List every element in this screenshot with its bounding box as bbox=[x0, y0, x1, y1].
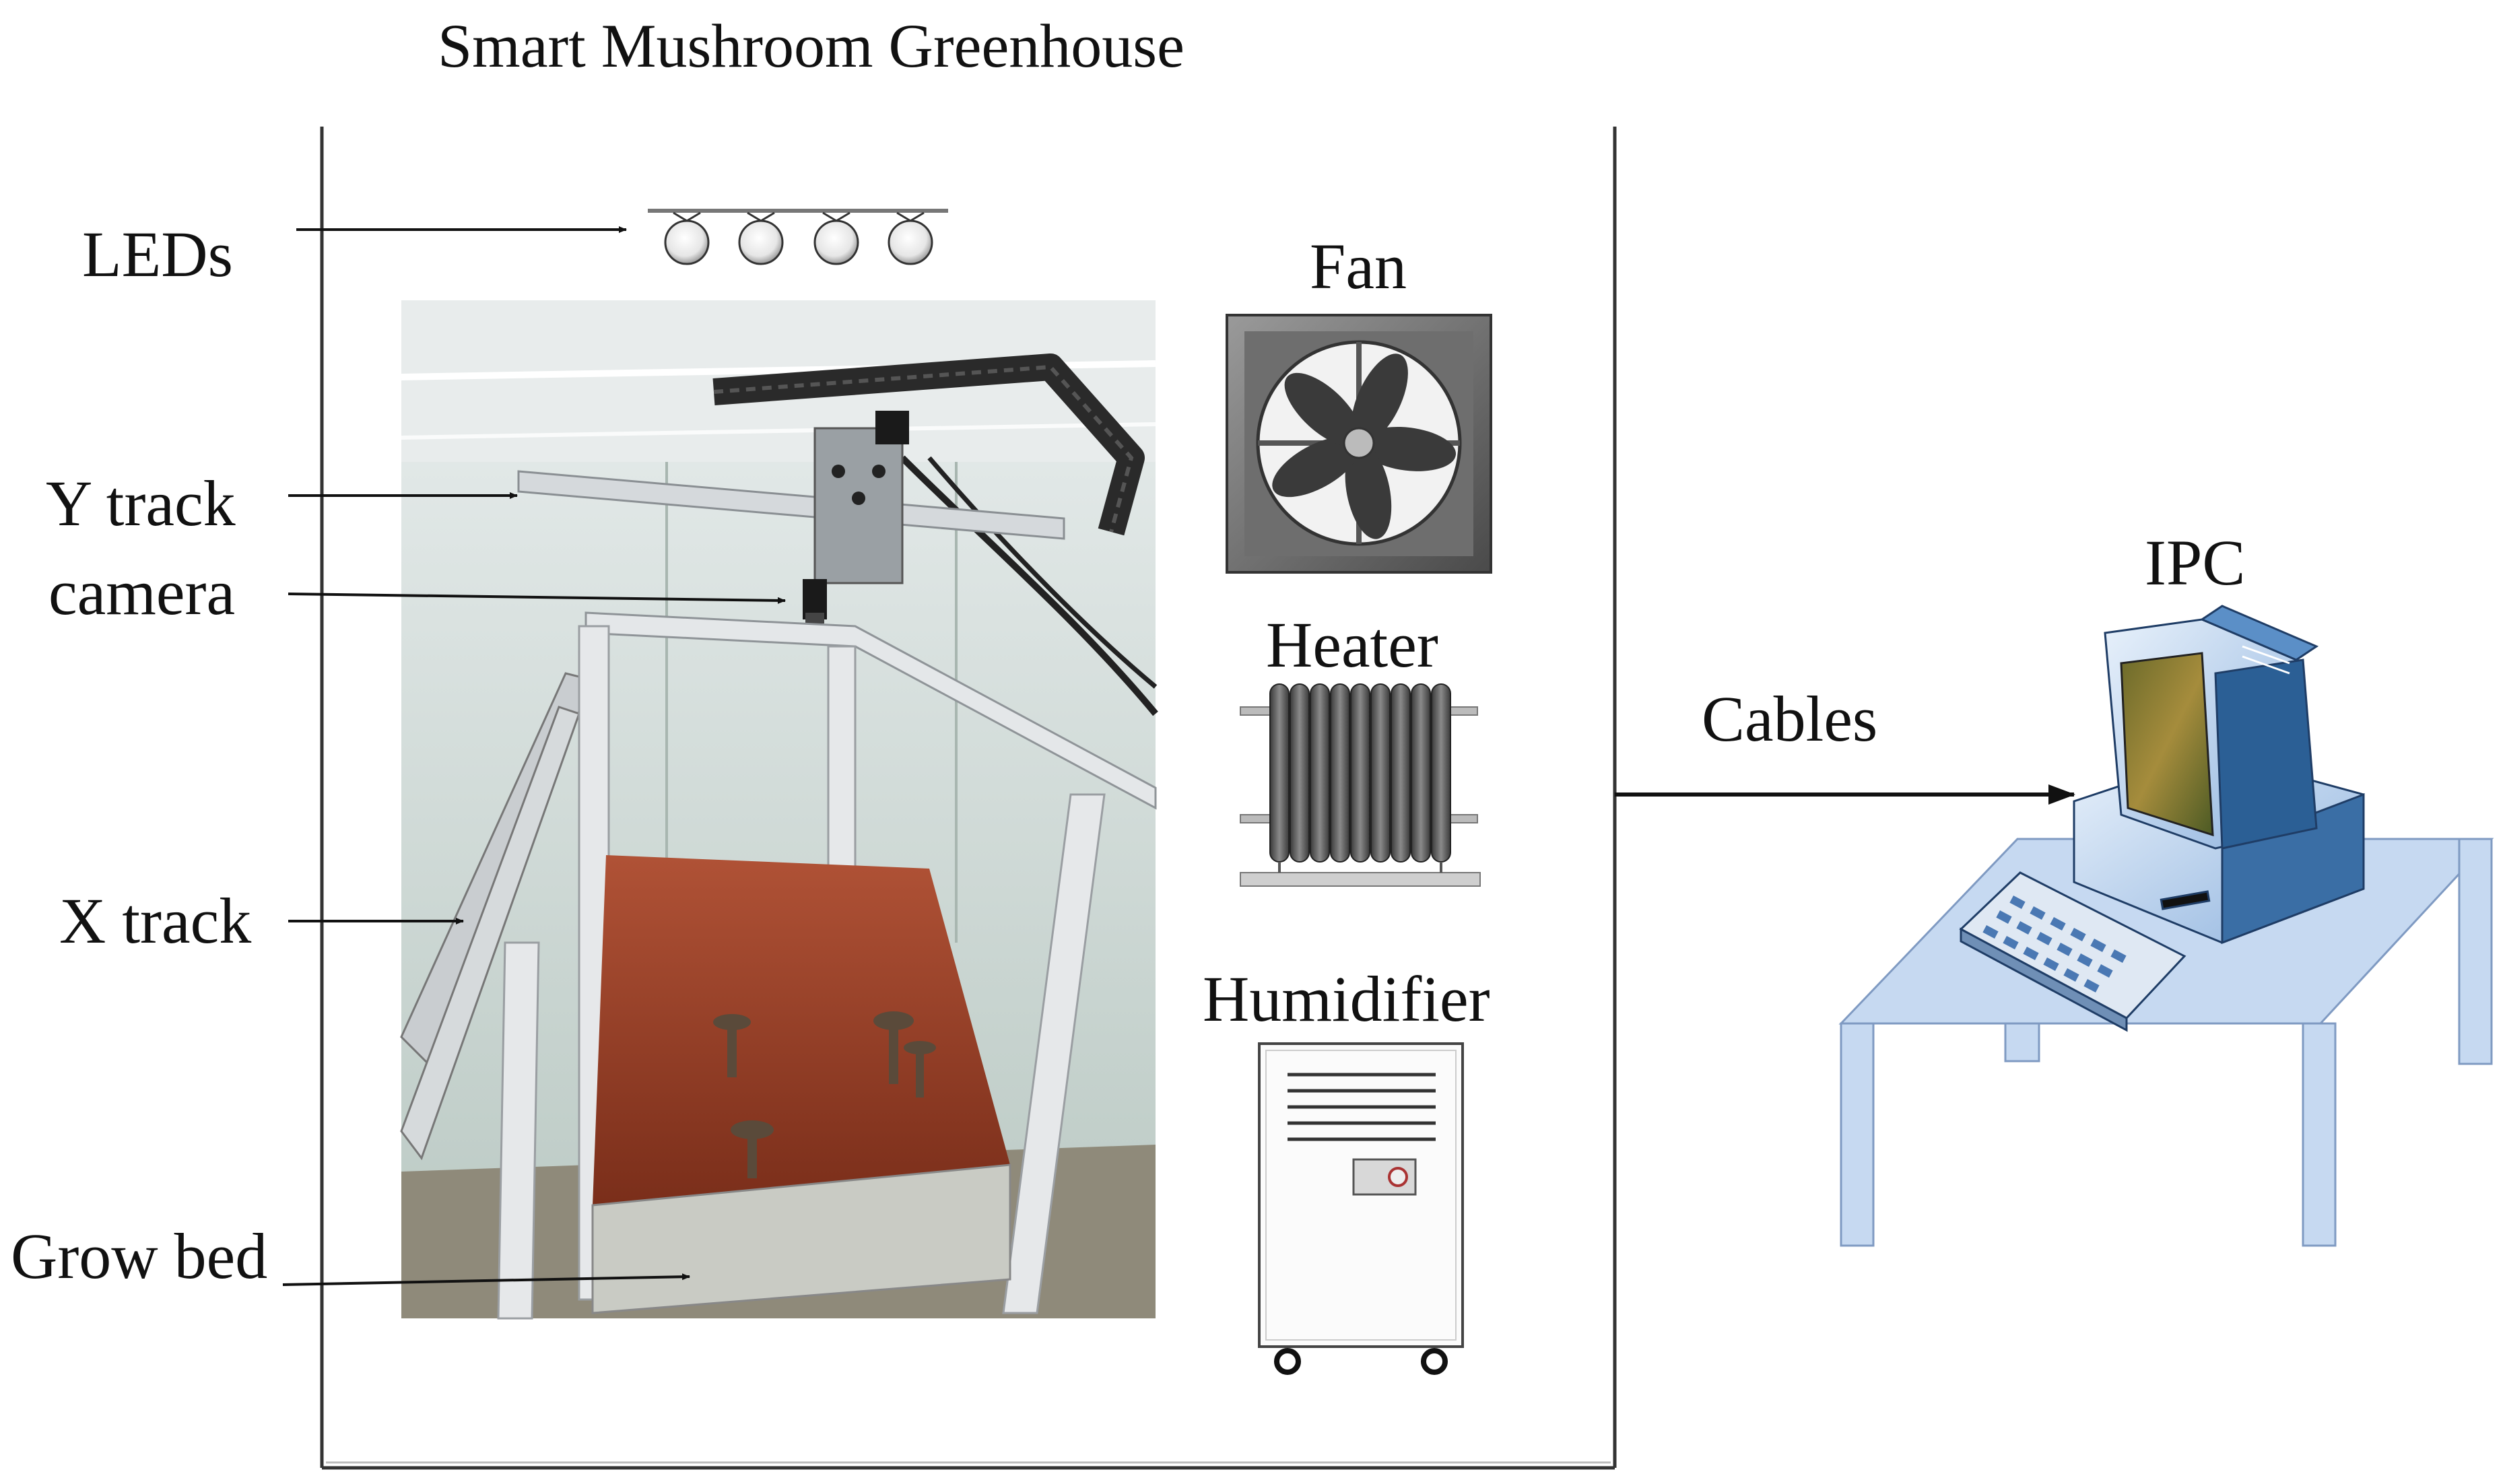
diagram-title: Smart Mushroom Greenhouse bbox=[438, 11, 1184, 80]
heater-icon bbox=[1240, 683, 1481, 887]
label-ipc: IPC bbox=[2145, 527, 2246, 599]
label-camera: camera bbox=[48, 556, 236, 628]
label-grow-bed: Grow bed bbox=[11, 1220, 268, 1292]
led-icon bbox=[648, 209, 948, 265]
label-humidifier: Humidifier bbox=[1203, 963, 1490, 1035]
humidifier-icon bbox=[1258, 1042, 1464, 1375]
fan-icon bbox=[1226, 314, 1492, 574]
computer-icon bbox=[2073, 605, 2365, 945]
label-heater: Heater bbox=[1266, 609, 1438, 681]
label-leds: LEDs bbox=[82, 218, 233, 290]
label-fan: Fan bbox=[1310, 230, 1407, 302]
label-cables: Cables bbox=[1702, 683, 1878, 755]
label-x-track: X track bbox=[59, 885, 252, 957]
greenhouse-photo bbox=[400, 300, 1158, 1320]
pointer-arrows bbox=[282, 226, 2075, 1286]
label-y-track: Y track bbox=[46, 467, 236, 539]
greenhouse-frame bbox=[320, 127, 1617, 1470]
arrow-camera bbox=[288, 593, 786, 604]
keyboard-icon bbox=[1959, 871, 2186, 1032]
arrow-grow-bed bbox=[282, 1273, 690, 1286]
